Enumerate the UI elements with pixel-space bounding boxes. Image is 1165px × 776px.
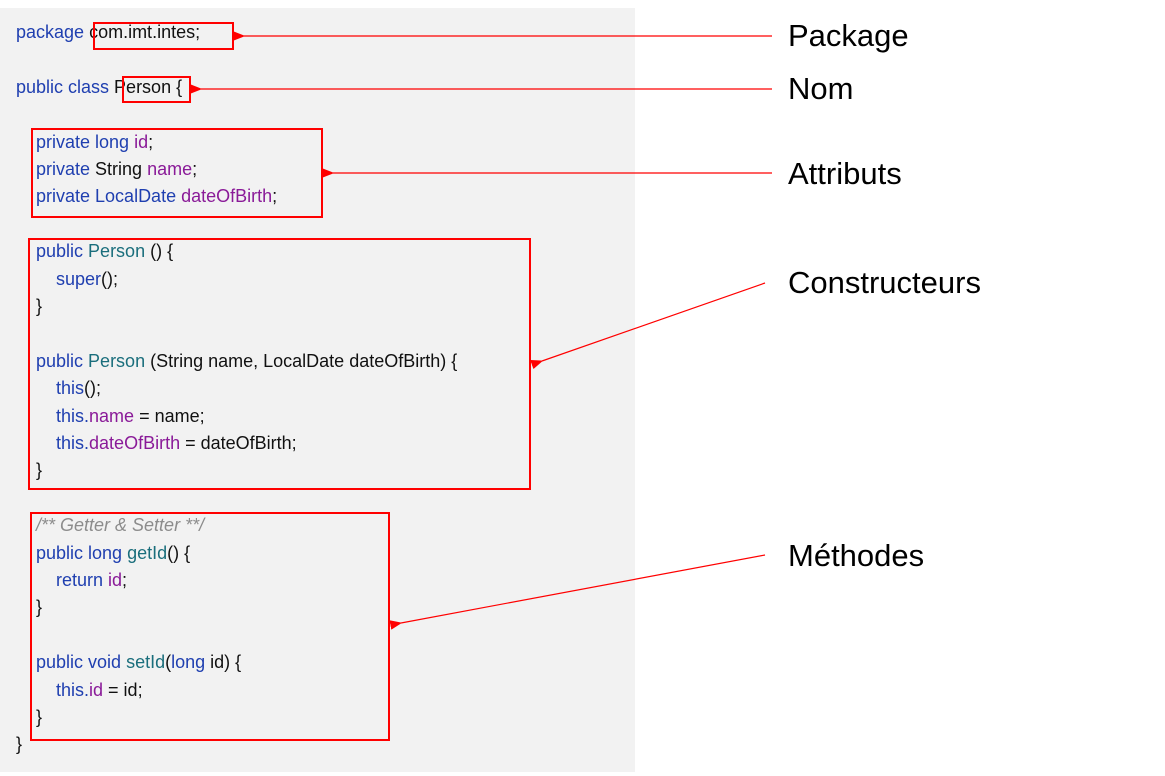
code-token: } — [16, 460, 43, 481]
code-token: setId — [126, 652, 166, 673]
code-line: super(); — [16, 266, 118, 293]
code-line: this(); — [16, 375, 101, 402]
code-token: name — [89, 405, 135, 426]
code-token: id — [108, 570, 123, 590]
code-token: super — [16, 268, 102, 289]
code-token: ; — [122, 570, 128, 590]
class-name-highlight-box — [122, 76, 191, 103]
code-line: package com.imt.intes; — [16, 19, 200, 46]
label-attributes: Attributs — [788, 156, 902, 191]
code-token: ( — [165, 652, 172, 673]
code-token: com.imt.intes; — [89, 22, 201, 42]
code-token: public long — [16, 542, 128, 563]
code-token: id — [134, 131, 149, 152]
code-token: dateOfBirth — [181, 186, 273, 207]
code-line: } — [16, 594, 42, 621]
code-token: (); — [101, 268, 119, 289]
code-token: this. — [16, 433, 90, 453]
code-token: name — [147, 159, 193, 179]
code-line: } — [16, 731, 22, 758]
code-token: id — [89, 679, 104, 700]
label-package: Package — [788, 18, 909, 53]
code-line: public Person (String name, LocalDate da… — [16, 348, 457, 375]
code-token: this. — [16, 679, 90, 700]
code-line: this.id = id; — [16, 677, 143, 704]
code-line: } — [16, 457, 42, 484]
code-token: package — [16, 22, 90, 42]
code-token: String — [95, 159, 148, 179]
code-line: return id; — [16, 567, 127, 594]
code-line: private long id; — [16, 129, 153, 156]
code-token: () { — [167, 542, 191, 563]
methods-arrow — [389, 554, 766, 630]
code-token: Person — [114, 76, 172, 97]
package-highlight-box — [93, 22, 234, 50]
code-line: } — [16, 293, 42, 320]
code-line: } — [16, 704, 42, 731]
label-constructors: Constructeurs — [788, 265, 981, 300]
code-line: private String name; — [16, 156, 197, 183]
code-token: = name; — [134, 405, 205, 426]
code-token: private long — [16, 131, 135, 152]
constructors-arrow — [530, 282, 766, 370]
code-token: getId — [127, 542, 168, 563]
code-token: } — [16, 296, 43, 316]
code-token: Person — [88, 241, 146, 262]
code-line: public class Person { — [16, 74, 182, 101]
code-token: return — [16, 570, 109, 590]
code-line: /** Getter & Setter **/ — [16, 512, 204, 539]
code-token: long — [171, 652, 211, 673]
code-token: ; — [192, 159, 198, 179]
code-token: private — [16, 159, 96, 179]
code-token: this. — [16, 405, 90, 426]
code-token: public — [16, 350, 89, 371]
code-token: /** Getter & Setter **/ — [16, 515, 205, 536]
code-token: () { — [145, 241, 174, 262]
code-token: dateOfBirth — [89, 433, 181, 453]
code-token: (); — [84, 378, 102, 399]
code-token: = id; — [103, 679, 143, 700]
constructors-highlight-box — [28, 238, 531, 490]
code-line: public long getId() { — [16, 540, 190, 567]
code-token: } — [16, 597, 43, 618]
code-token: Person — [88, 350, 146, 371]
code-token: = dateOfBirth; — [180, 433, 297, 453]
code-line: this.dateOfBirth = dateOfBirth; — [16, 430, 297, 457]
code-token: this — [16, 378, 85, 399]
methods-highlight-box — [30, 512, 390, 741]
code-line: public Person () { — [16, 238, 173, 265]
attributes-highlight-box — [31, 128, 323, 218]
code-line: this.name = name; — [16, 403, 205, 430]
label-name: Nom — [788, 71, 854, 106]
code-token: ; — [272, 186, 278, 207]
code-token: id) { — [210, 652, 242, 673]
code-token: private LocalDate — [16, 186, 182, 207]
code-token: public void — [16, 652, 127, 673]
code-line: private LocalDate dateOfBirth; — [16, 183, 277, 210]
code-token: } — [16, 734, 23, 755]
code-token: public — [16, 241, 89, 262]
code-token: ; — [148, 131, 154, 152]
code-token: public class — [16, 76, 115, 97]
code-token: { — [171, 76, 183, 97]
code-line: public void setId(long id) { — [16, 649, 241, 676]
code-token: (String name, LocalDate dateOfBirth) { — [145, 350, 458, 371]
label-methods: Méthodes — [788, 538, 925, 573]
code-token: } — [16, 707, 43, 727]
